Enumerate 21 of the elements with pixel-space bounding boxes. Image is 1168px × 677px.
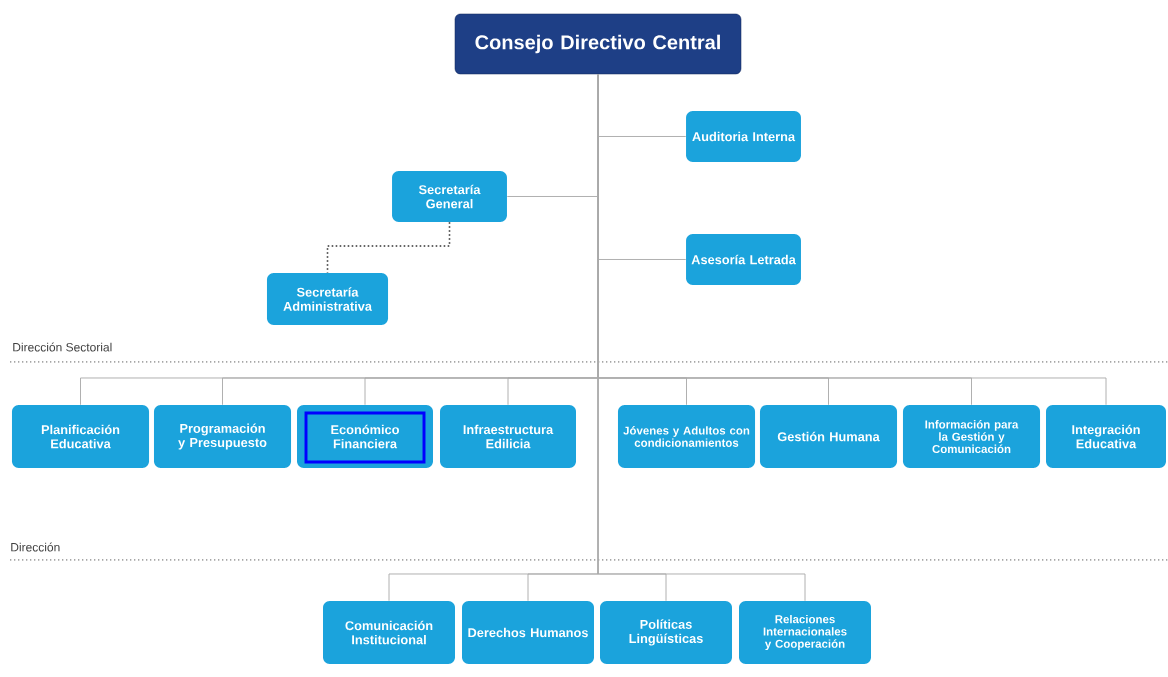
unit-box: Políticas Lingüísticas — [600, 601, 732, 664]
unit-box: Información para la Gestión y Comunicación — [902, 405, 1041, 468]
unit-box: Asesoría Letrada — [686, 234, 801, 285]
unit-box: Infraestructura Edilicia — [440, 405, 576, 468]
unit-box: Jóvenes y Adultos con condicionamientos — [617, 405, 756, 468]
unit-box: Económico Financiera — [297, 405, 433, 468]
unit-box: Derechos Humanos — [462, 601, 594, 664]
header-box: Consejo Directivo Central — [454, 13, 742, 75]
unit-box: Comunicación Institucional — [323, 601, 455, 664]
unit-box: Integración Educativa — [1046, 405, 1166, 468]
unit-box: Relaciones Internacionales y Cooperación — [739, 601, 871, 664]
connector-line — [597, 73, 806, 602]
unit-box: Secretaría Administrativa — [266, 273, 389, 325]
unit-box: Planificación Educativa — [11, 405, 150, 468]
section-label: Dirección Sectorial — [13, 342, 112, 352]
unit-box: Secretaría General — [392, 171, 507, 222]
section-label: Dirección — [11, 542, 60, 552]
unit-box: Gestión Humana — [759, 405, 898, 468]
unit-box: Programación y Presupuesto — [154, 405, 292, 468]
connector-line — [326, 221, 451, 274]
unit-box: Auditoria Interna — [686, 111, 801, 162]
